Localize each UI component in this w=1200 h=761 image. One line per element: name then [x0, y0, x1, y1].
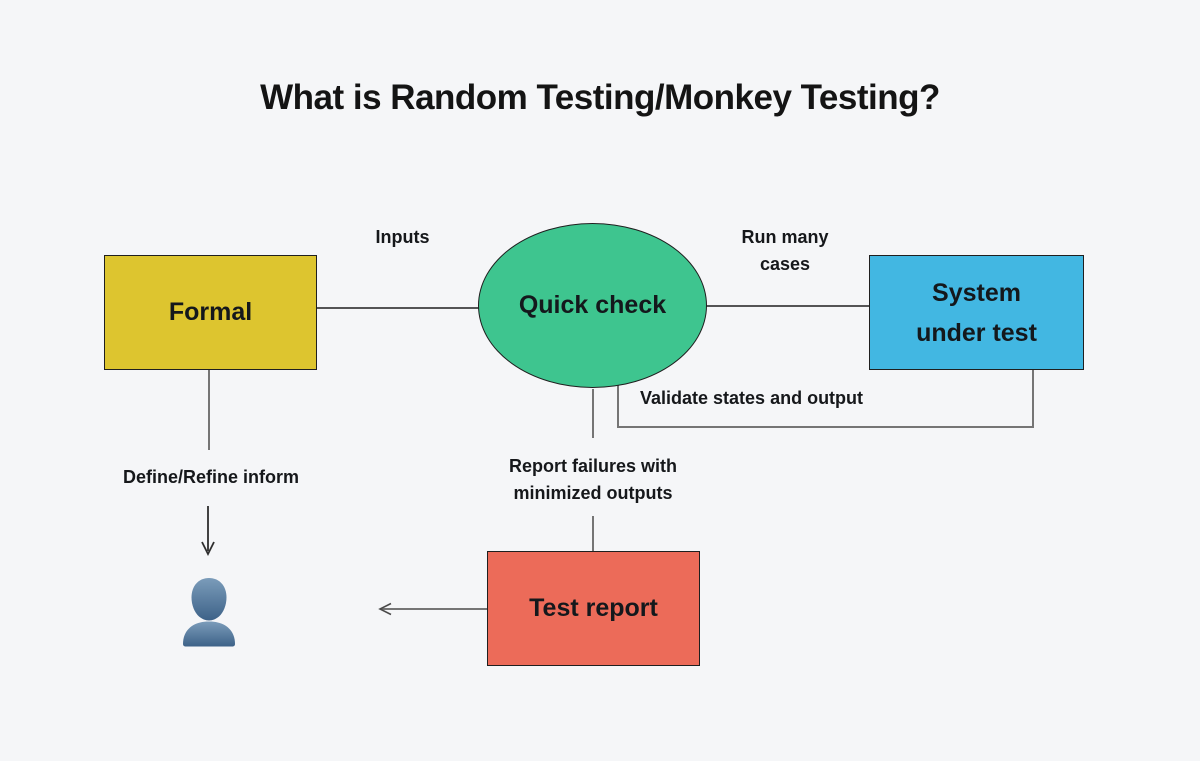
node-test-report-label: Test report — [529, 594, 658, 622]
edge-label-run-many-cases: Run many cases — [741, 227, 829, 274]
person-icon — [183, 578, 235, 647]
edge-label-report-failures: Report failures with minimized outputs — [508, 456, 678, 503]
node-system-under-test: System under test — [869, 255, 1084, 370]
node-quick-check: Quick check — [478, 223, 707, 388]
edge-report-arrow — [378, 602, 487, 616]
node-formal: Formal — [104, 255, 317, 370]
edge-label-define-refine: Define/Refine inform — [122, 467, 300, 487]
edge-sut-validate-to-quickcheck — [617, 370, 1034, 428]
node-quick-check-label: Quick check — [518, 291, 667, 319]
node-formal-label: Formal — [168, 298, 253, 326]
edge-label-inputs: Inputs — [375, 227, 430, 247]
edge-formal-to-person — [201, 370, 215, 557]
page-title: What is Random Testing/Monkey Testing? — [260, 78, 940, 117]
edge-label-validate-states: Validate states and output — [640, 388, 864, 408]
node-test-report: Test report — [487, 551, 700, 666]
node-system-under-test-label: System under test — [916, 278, 1037, 347]
